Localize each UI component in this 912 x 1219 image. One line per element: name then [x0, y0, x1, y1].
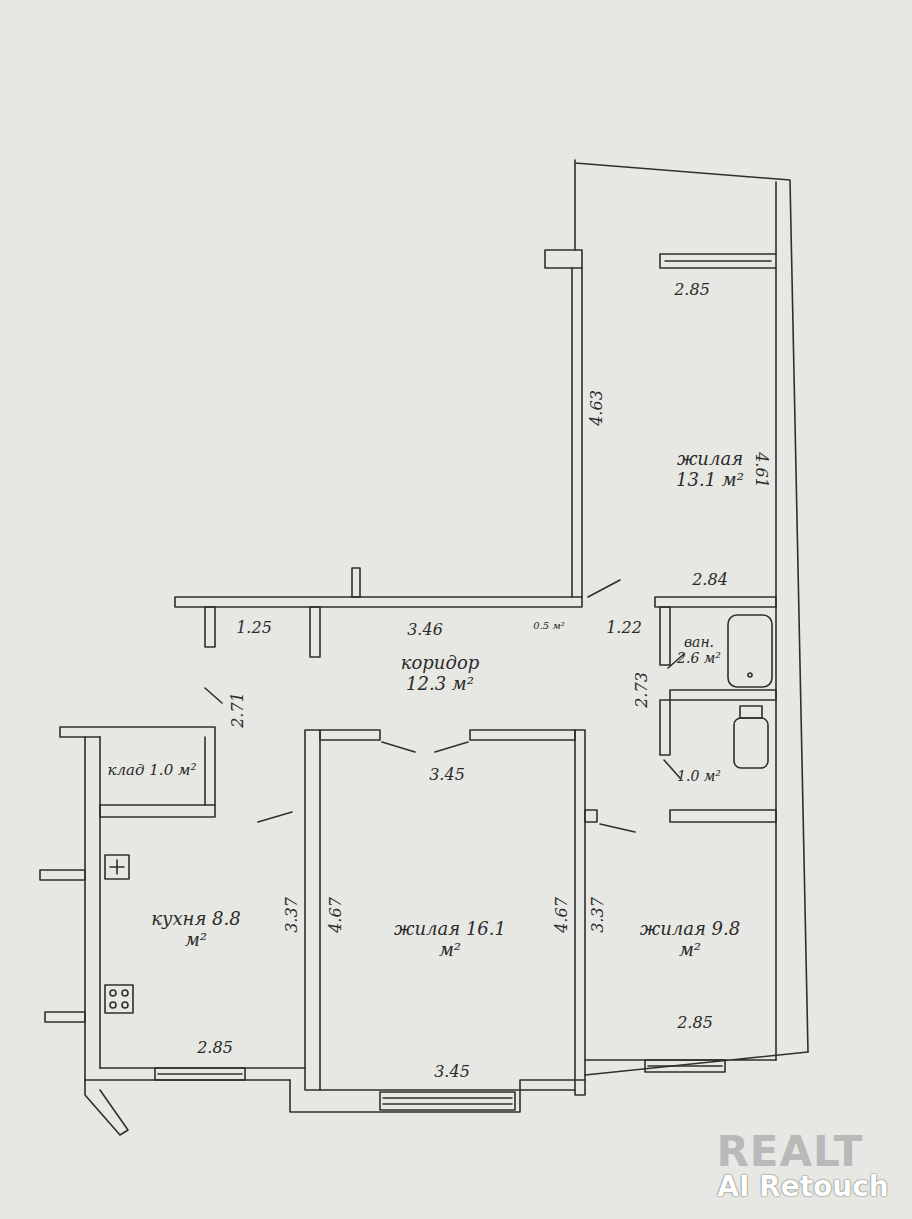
room-label: 0.5 м²	[529, 620, 569, 632]
dimension: 4.67	[554, 897, 570, 933]
room: клад 1.0 м²	[100, 737, 205, 805]
room-label: кухня 8.8 м²	[141, 909, 251, 950]
watermark: REALT	[717, 1131, 864, 1173]
watermark: AI Retouch	[717, 1173, 888, 1201]
room-label: жилая 16.1 м²	[390, 919, 510, 960]
room: кухня 8.8 м²	[100, 817, 305, 1068]
room: жилая 13.1 м²	[585, 268, 775, 597]
dimension: 2.71	[230, 692, 246, 728]
dimension: 3.45	[429, 767, 465, 783]
dimension: 4.61	[753, 452, 769, 488]
room-label: коридор 12.3 м²	[380, 653, 500, 694]
dimension: 4.67	[328, 897, 344, 933]
dimension: 4.63	[589, 390, 605, 426]
room-label: 1.0 м²	[672, 768, 726, 784]
room: 0.5 м²	[528, 607, 570, 645]
dimension: 2.85	[197, 1040, 233, 1056]
dimension: 3.45	[434, 1064, 470, 1080]
dimension: 3.46	[407, 622, 443, 638]
dimension: 2.73	[634, 672, 650, 708]
room-label: ван. 2.6 м²	[672, 634, 726, 666]
room-label: жилая 9.8 м²	[635, 919, 745, 960]
room: жилая 16.1 м²	[320, 740, 575, 1090]
dimension: 2.85	[674, 282, 710, 298]
dimension: 2.85	[677, 1015, 713, 1031]
room: ван. 2.6 м²	[670, 607, 776, 690]
dimension: 2.84	[692, 572, 728, 588]
room-label: клад 1.0 м²	[105, 762, 200, 779]
dimension: 1.25	[236, 620, 272, 636]
room: 1.0 м²	[670, 700, 776, 810]
dimension: 3.37	[590, 897, 606, 933]
room-label: жилая 13.1 м²	[655, 449, 765, 490]
dimension: 1.22	[606, 620, 642, 636]
dimension: 3.37	[284, 897, 300, 933]
